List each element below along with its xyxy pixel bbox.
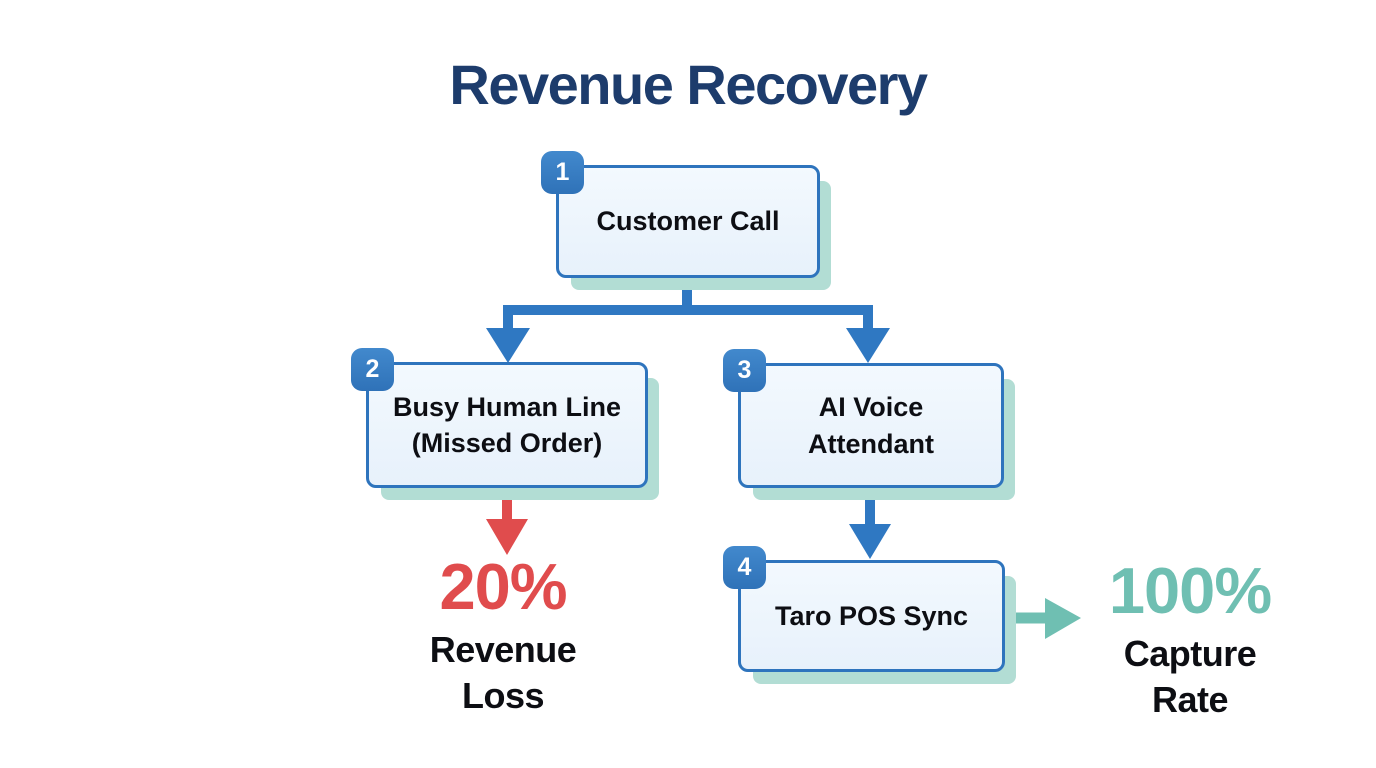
node-label: AI Voice Attendant bbox=[808, 389, 934, 462]
node-label-line: AI Voice bbox=[818, 392, 924, 423]
node-number-badge: 1 bbox=[541, 151, 584, 194]
connector-gain bbox=[1006, 598, 1081, 639]
node-number-badge: 2 bbox=[351, 348, 394, 391]
node-label-line: Attendant bbox=[808, 428, 934, 459]
arrow-right-teal-icon bbox=[1045, 598, 1081, 639]
gain-label-line: Rate bbox=[1151, 679, 1229, 721]
node-label: Busy Human Line (Missed Order) bbox=[393, 389, 621, 462]
node-number-badge: 4 bbox=[723, 546, 766, 589]
arrow-down-right-icon bbox=[846, 328, 890, 363]
stat-revenue-loss: 20% Revenue Loss bbox=[383, 554, 623, 719]
connector-crossbar bbox=[503, 305, 873, 332]
connector-loss bbox=[486, 492, 528, 555]
gain-label-line: Capture bbox=[1123, 633, 1257, 674]
loss-percentage: 20% bbox=[439, 550, 567, 623]
loss-label-line: Revenue bbox=[429, 629, 577, 670]
connector-ai-to-pos bbox=[849, 491, 891, 559]
node-customer-call: 1 Customer Call bbox=[541, 151, 820, 278]
node-busy-human-line: 2 Busy Human Line (Missed Order) bbox=[351, 348, 648, 488]
loss-label: Revenue Loss bbox=[383, 627, 623, 719]
node-label: Customer Call bbox=[596, 203, 779, 239]
node-label-line: Taro POS Sync bbox=[774, 600, 969, 631]
node-label-line: Customer Call bbox=[596, 206, 780, 237]
node-number-badge: 3 bbox=[723, 349, 766, 392]
node-label-line: Busy Human Line bbox=[392, 391, 622, 422]
arrow-down-blue-icon bbox=[849, 524, 891, 559]
node-taro-pos-sync: 4 Taro POS Sync bbox=[723, 546, 1005, 672]
node-label-line: (Missed Order) bbox=[411, 428, 603, 458]
node-label: Taro POS Sync bbox=[775, 598, 968, 634]
loss-label-line: Loss bbox=[461, 675, 545, 717]
arrow-down-left-icon bbox=[486, 328, 530, 363]
gain-label: Capture Rate bbox=[1078, 631, 1302, 723]
node-ai-voice-attendant: 3 AI Voice Attendant bbox=[723, 349, 1004, 488]
stat-capture-rate: 100% Capture Rate bbox=[1078, 558, 1302, 723]
page-title: Revenue Recovery bbox=[449, 53, 928, 116]
gain-percentage: 100% bbox=[1108, 554, 1272, 627]
connector-split bbox=[486, 277, 890, 363]
